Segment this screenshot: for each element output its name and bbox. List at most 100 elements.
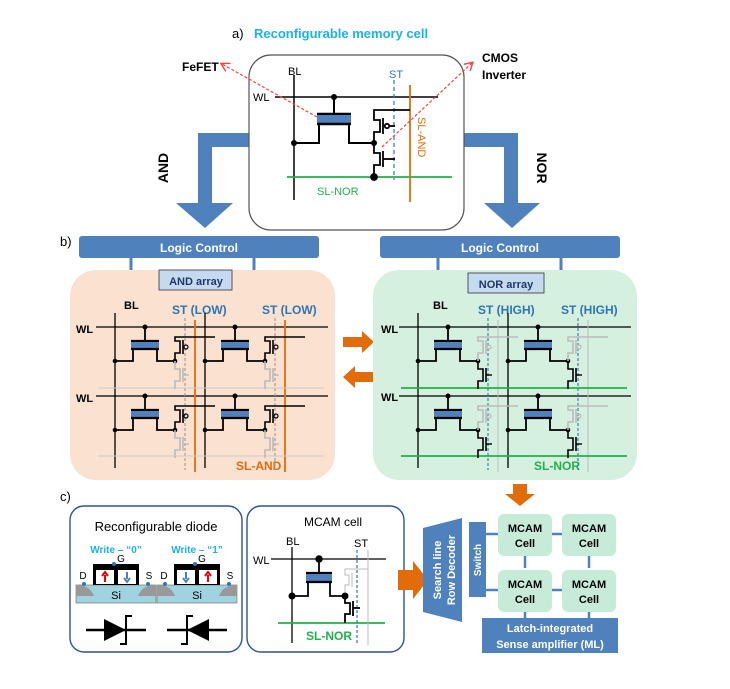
si-label: Si: [111, 590, 121, 602]
and-arrow-label: AND: [155, 153, 171, 183]
mcam-cell-block: MCAM Cell: [562, 514, 616, 556]
and-logic-control-label: Logic Control: [160, 241, 238, 255]
mcam-cell-line2: Cell: [579, 594, 599, 606]
mcam-cell-block: MCAM Cell: [498, 514, 552, 556]
mcam-cell-line2: Cell: [515, 538, 535, 550]
and-array-background: [70, 270, 335, 480]
panel-c-label: c): [60, 489, 71, 504]
sense-line2: Sense amplifier (ML): [496, 639, 604, 651]
fefet-pointer: [222, 64, 318, 118]
row-decoder-block: [423, 518, 462, 622]
si-label: Si: [192, 590, 202, 602]
nor-array-panel: Logic Control NOR array BL ST (HIGH) ST …: [373, 236, 637, 480]
nor-logic-control-bar: [380, 236, 620, 258]
terminal-label: G: [198, 554, 206, 565]
mcam-fefet: [288, 555, 360, 623]
and-st2-label: ST (LOW): [262, 303, 317, 317]
and-array-label: AND array: [169, 276, 224, 288]
sense-amplifier-block: [482, 618, 618, 653]
mcam-cell-line2: Cell: [579, 538, 599, 550]
and-wl-bottom-label: WL: [76, 393, 93, 405]
panel-a-title: Reconfigurable memory cell: [254, 26, 428, 41]
and-array-panel: Logic Control AND array BL ST (LOW) ST (…: [70, 236, 335, 480]
decoder-line1: Search line: [432, 541, 444, 600]
mcam-cell-line1: MCAM: [508, 579, 542, 591]
nor-arrow-label: NOR: [534, 152, 550, 183]
device-write1: G D S Si: [156, 554, 238, 645]
nor-st1-label: ST (HIGH): [478, 303, 535, 317]
mcam-cell-line1: MCAM: [508, 523, 542, 535]
mcam-bl-label: BL: [286, 536, 299, 548]
mcam-st-label: ST: [354, 538, 368, 550]
st-label: ST: [389, 69, 403, 81]
terminal-label: G: [117, 554, 125, 565]
terminal-label: S: [227, 571, 234, 582]
array-cell: [112, 324, 215, 389]
terminal-label: D: [79, 571, 86, 582]
panel-b-label: b): [60, 234, 72, 249]
and-array-label-box: [158, 269, 233, 291]
cmos-label: CMOS: [482, 51, 518, 65]
nor-array-label: NOR array: [479, 279, 534, 291]
wl-label: WL: [253, 92, 270, 104]
array-cell: [202, 324, 305, 389]
nor-logic-control-label: Logic Control: [461, 241, 539, 255]
diode-title: Reconfigurable diode: [95, 519, 218, 534]
and-logic-control-bar: [79, 236, 319, 258]
left-orange-arrow: [343, 366, 374, 388]
terminal-label: D: [160, 571, 167, 582]
mcam-cell-line2: Cell: [515, 594, 535, 606]
and-st1-label: ST (LOW): [172, 303, 227, 317]
array-cell: [112, 393, 215, 458]
fefet-label: FeFET: [182, 60, 219, 74]
sl-and-label: SL-AND: [415, 117, 427, 157]
nor-array-grid: [399, 313, 631, 472]
device-write0: G D S Si: [75, 554, 157, 645]
mcam-sl-label: SL-NOR: [306, 629, 352, 643]
bl-label: BL: [288, 66, 301, 78]
nor-array-label-box: [467, 272, 545, 294]
decoder-line2: Row Decoder: [446, 534, 458, 605]
panel-a-label: a): [232, 26, 244, 41]
and-flow-arrow: [176, 133, 250, 228]
and-wl-top-label: WL: [76, 324, 93, 336]
fefet-symbol: [291, 94, 377, 146]
sense-line1: Latch-integrated: [507, 623, 593, 635]
nor-array-background: [373, 270, 637, 480]
array-cell: [415, 393, 518, 458]
cmos-inverter-symbol: [370, 109, 410, 181]
inverter-label: Inverter: [482, 68, 526, 82]
nor-flow-arrow: [462, 133, 540, 228]
terminal-label: S: [146, 571, 153, 582]
write1-label: Write – “1”: [171, 545, 223, 556]
and-array-grid: [96, 313, 328, 472]
mcam-cell-line1: MCAM: [572, 523, 606, 535]
mcam-cell-block: MCAM Cell: [498, 570, 552, 612]
array-cell: [505, 324, 608, 389]
panel-a: a) Reconfigurable memory cell AND NOR: [155, 26, 550, 231]
array-cell: [202, 393, 305, 458]
nor-bl-label: BL: [433, 300, 448, 312]
nor-st2-label: ST (HIGH): [561, 303, 618, 317]
reconfigurable-diode-panel: Reconfigurable diode Write – “0” Write –…: [69, 505, 243, 653]
mcam-architecture: Search line Row Decoder Switch MCAMCellM…: [423, 514, 618, 653]
nor-wl-bottom-label: WL: [381, 392, 398, 404]
sl-nor-label: SL-NOR: [317, 186, 359, 198]
array-cell: [505, 393, 608, 458]
down-orange-arrow: [505, 484, 535, 506]
write0-label: Write – “0”: [90, 545, 142, 556]
and-sl-label: SL-AND: [236, 459, 282, 473]
mcam-cell-panel: MCAM cell BL WL ST SL-NOR: [246, 505, 405, 653]
mcam-cell-title: MCAM cell: [304, 515, 362, 529]
inverter-pointer: [381, 63, 472, 148]
nor-sl-label: SL-NOR: [534, 459, 580, 473]
array-cell: [415, 324, 518, 389]
right-orange-arrow: [343, 331, 374, 353]
switch-block: [469, 522, 486, 597]
and-bl-label: BL: [124, 300, 139, 312]
to-decoder-arrow: [398, 561, 428, 599]
switch-label: Switch: [473, 544, 484, 576]
nor-wl-top-label: WL: [381, 324, 398, 336]
